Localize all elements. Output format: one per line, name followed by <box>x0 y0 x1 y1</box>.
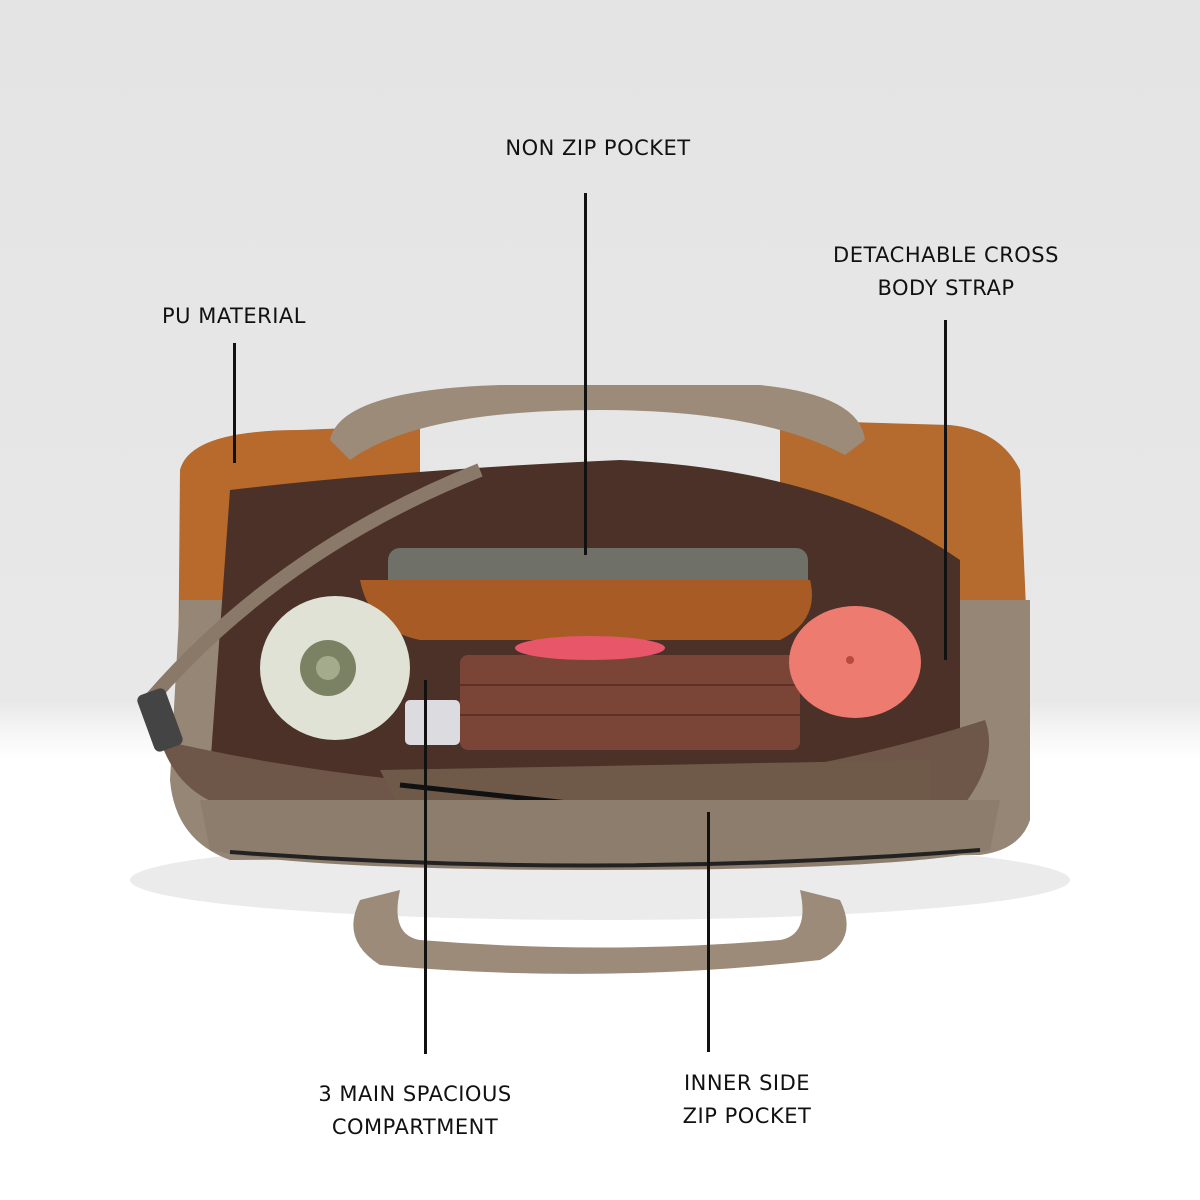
top-handle <box>330 385 865 460</box>
red-cylinder <box>789 606 921 718</box>
callout-line-detachable-strap <box>944 320 947 660</box>
bottom-handle <box>353 890 847 974</box>
label-detachable-strap: DETACHABLE CROSS BODY STRAP <box>833 239 1059 305</box>
callout-line-non-zip-pocket <box>584 193 587 555</box>
label-inner-zip-pocket: INNER SIDE ZIP POCKET <box>683 1067 812 1133</box>
callout-line-pu-material <box>233 343 236 463</box>
label-line-2: BODY STRAP <box>877 276 1015 300</box>
label-non-zip-pocket: NON ZIP POCKET <box>505 136 691 160</box>
label-line-1: INNER SIDE <box>683 1071 811 1095</box>
label-line-1: DETACHABLE CROSS <box>833 243 1059 267</box>
label-pu-material: PU MATERIAL <box>161 304 307 328</box>
wallet <box>460 655 800 750</box>
callout-line-main-compartment <box>424 680 427 1054</box>
label-line-2: COMPARTMENT <box>331 1115 499 1139</box>
label-line-2: ZIP POCKET <box>682 1104 812 1128</box>
callout-line-inner-zip-pocket <box>707 812 710 1052</box>
label-line-1: 3 MAIN SPACIOUS <box>318 1082 512 1106</box>
label-main-compartment: 3 MAIN SPACIOUS COMPARTMENT <box>318 1078 511 1144</box>
